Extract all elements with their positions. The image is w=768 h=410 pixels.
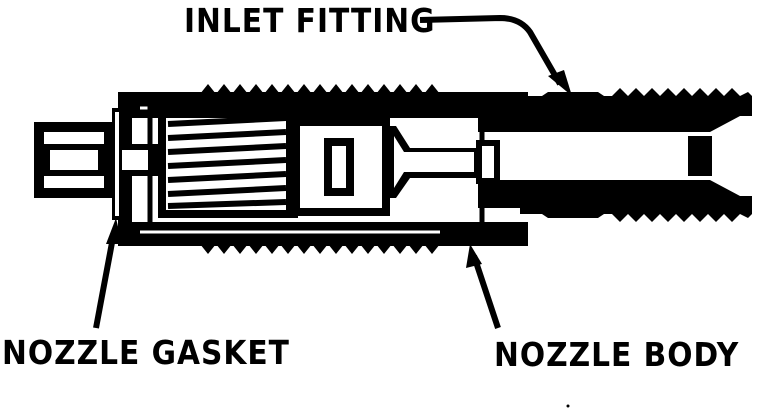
nozzle-body-bottom-threads: [200, 240, 440, 254]
callouts: [93, 14, 572, 329]
nozzle-gasket-label: NOZZLE GASKET: [2, 333, 290, 372]
nozzle-tip: [34, 108, 158, 220]
nozzle-body-label: NOZZLE BODY: [494, 335, 739, 374]
inlet-fitting-leader: [419, 14, 563, 86]
inlet-fitting-flare: [710, 116, 752, 196]
nozzle-gasket-leader: [93, 231, 117, 329]
nozzle-gasket-arrowhead: [106, 218, 122, 244]
inlet-fitting: [470, 88, 752, 222]
inlet-fitting-top-threads: [520, 88, 752, 108]
inlet-fitting-bore: [478, 132, 710, 180]
nozzle-body-leader: [471, 255, 501, 329]
internal-parts: [147, 105, 500, 229]
coil-spring: [167, 115, 287, 209]
inlet-fitting-arrowhead: [548, 70, 572, 96]
inlet-fitting-label: INLET FITTING: [184, 1, 436, 40]
nozzle-body-arrowhead: [466, 244, 482, 268]
nozzle-body-top-threads: [200, 84, 440, 98]
inlet-fitting-seat: [688, 136, 712, 176]
inlet-fitting-wall-bottom: [470, 180, 752, 208]
